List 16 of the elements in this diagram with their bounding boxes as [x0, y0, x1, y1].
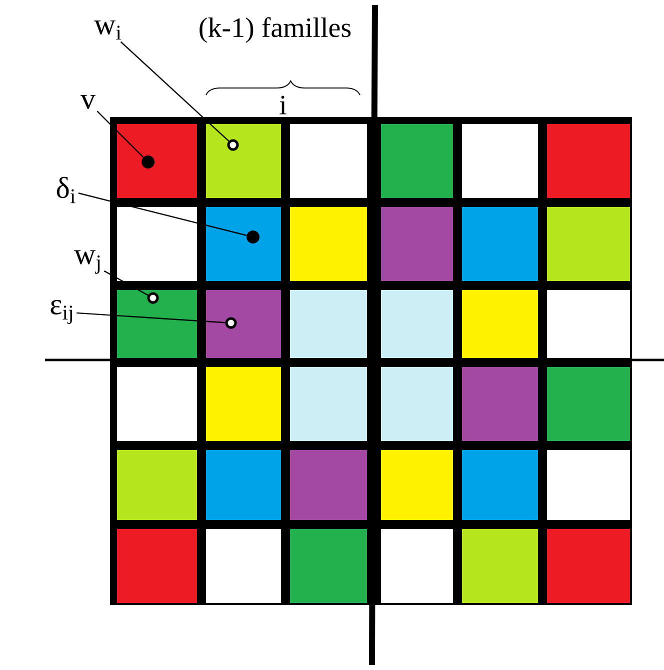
- point-dot: [147, 292, 159, 304]
- point-dot: [225, 317, 237, 329]
- brace-label: i: [280, 96, 286, 114]
- leader-line: [120, 41, 230, 142]
- symbol-label: w$_{j}$: [74, 250, 100, 274]
- point-dot: [246, 230, 260, 244]
- symbol-label: w$_{i}$: [94, 20, 122, 40]
- symbol-label: δ$_{i}$: [56, 176, 76, 204]
- point-dot: [227, 139, 239, 151]
- brace-label: (k-1) familles: [200, 17, 351, 43]
- symbol-label: v: [80, 94, 96, 110]
- point-dot: [142, 156, 154, 168]
- leader-line: [76, 312, 226, 324]
- leader-line: [78, 192, 247, 236]
- leader-line: [96, 110, 144, 158]
- symbol-label: ε$_{ij}$: [50, 300, 72, 324]
